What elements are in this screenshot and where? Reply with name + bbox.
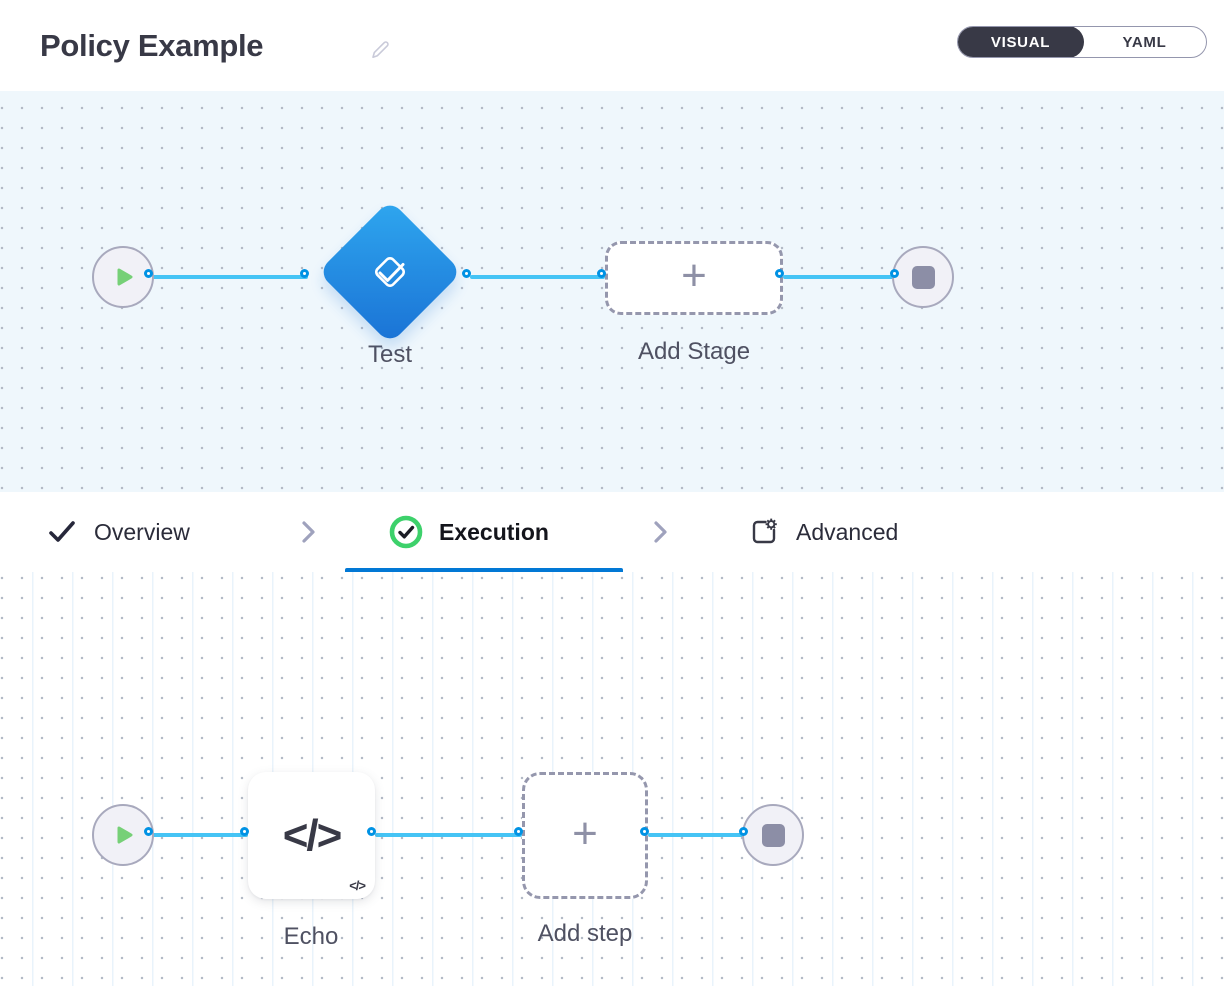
chevron-right-icon [654, 521, 667, 543]
tab-execution-label: Execution [439, 518, 549, 545]
add-step-label: Add step [537, 920, 633, 947]
page-title: Policy Example [40, 28, 264, 63]
step-graph-canvas[interactable]: </> </> Echo + Add step [0, 572, 1224, 986]
tab-advanced[interactable]: Advanced [748, 492, 898, 572]
connector-endpoint[interactable] [890, 269, 899, 278]
connector-endpoint[interactable] [739, 827, 748, 836]
add-stage-button[interactable]: + [605, 241, 783, 315]
plus-icon: + [572, 808, 598, 858]
play-icon [117, 826, 133, 844]
toggle-visual-button[interactable]: VISUAL [958, 27, 1084, 57]
success-check-circle-icon [389, 515, 423, 549]
connector-endpoint[interactable] [300, 269, 309, 278]
connector-endpoint[interactable] [775, 269, 784, 278]
connector-endpoint[interactable] [514, 827, 523, 836]
stage-config-tabbar: Overview Execution [0, 492, 1224, 572]
connector-edge [375, 833, 522, 837]
stage-node-label: Test [367, 341, 412, 368]
code-icon: </> [282, 810, 343, 860]
chevron-right-icon [302, 521, 315, 543]
active-tab-underline [345, 568, 623, 572]
approval-check-icon [363, 245, 417, 299]
execution-end-node[interactable] [742, 804, 804, 866]
step-node-echo[interactable]: </> </> [248, 772, 375, 899]
code-badge-icon: </> [349, 878, 366, 893]
connector-endpoint[interactable] [240, 827, 249, 836]
connector-endpoint[interactable] [367, 827, 376, 836]
connector-edge [152, 275, 308, 279]
connector-endpoint[interactable] [640, 827, 649, 836]
plus-icon: + [681, 251, 707, 300]
step-node-label: Echo [283, 923, 339, 950]
execution-start-node[interactable] [92, 804, 154, 866]
connector-endpoint[interactable] [462, 269, 471, 278]
pipeline-start-node[interactable] [92, 246, 154, 308]
connector-endpoint[interactable] [144, 269, 153, 278]
connector-endpoint[interactable] [144, 827, 153, 836]
toggle-yaml-button[interactable]: YAML [1122, 33, 1167, 51]
stage-node-test[interactable] [317, 199, 463, 345]
play-icon [117, 268, 133, 286]
stop-icon [911, 265, 935, 289]
connector-edge [648, 833, 747, 837]
connector-endpoint[interactable] [597, 269, 606, 278]
visual-yaml-toggle: VISUAL YAML [957, 26, 1207, 58]
stop-icon [761, 823, 785, 847]
add-step-button[interactable]: + [522, 772, 648, 899]
check-icon [49, 521, 75, 542]
connector-edge [783, 275, 898, 279]
tab-overview-label: Overview [94, 518, 190, 545]
stage-graph-canvas[interactable]: Test + Add Stage [0, 91, 1224, 492]
connector-edge [470, 275, 605, 279]
tab-execution[interactable]: Execution [389, 492, 549, 572]
tab-advanced-label: Advanced [796, 518, 899, 545]
advanced-settings-icon [752, 518, 777, 544]
page-header: Policy Example VISUAL YAML [0, 0, 1224, 91]
edit-pencil-icon[interactable] [368, 38, 392, 62]
connector-edge [152, 833, 248, 837]
pipeline-end-node[interactable] [892, 246, 954, 308]
tab-overview[interactable]: Overview [46, 492, 190, 572]
add-stage-label: Add Stage [637, 338, 751, 365]
